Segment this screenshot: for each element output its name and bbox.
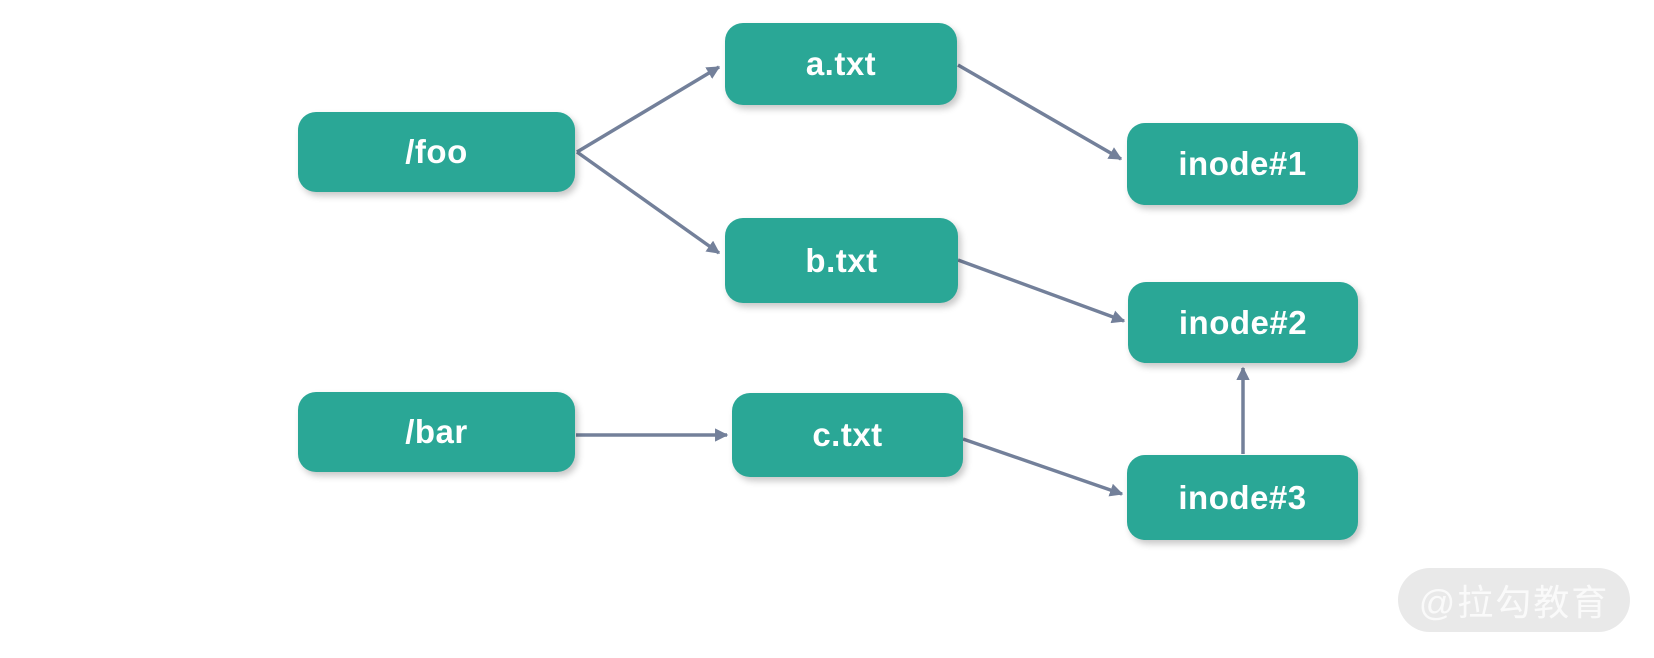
watermark-badge: @拉勾教育 <box>1398 568 1630 632</box>
node-inode-2: inode#2 <box>1128 282 1358 363</box>
watermark-label: @拉勾教育 <box>1418 582 1610 623</box>
node-inode-1: inode#1 <box>1127 123 1358 205</box>
edge-a-txt-to-inode1 <box>957 63 1123 161</box>
edge-b-txt-to-inode2 <box>957 258 1126 324</box>
node-label: /bar <box>405 413 468 450</box>
node-label: inode#1 <box>1178 145 1307 182</box>
node-inode-3: inode#3 <box>1127 455 1358 540</box>
node-directory-bar: /bar <box>298 392 575 472</box>
node-label: /foo <box>405 133 468 170</box>
edge-c-txt-to-inode3 <box>962 437 1124 497</box>
node-file-c-txt: c.txt <box>732 393 963 477</box>
node-file-a-txt: a.txt <box>725 23 957 105</box>
edge-foo-to-a-txt <box>576 65 721 154</box>
node-label: b.txt <box>805 241 878 279</box>
node-directory-foo: /foo <box>298 112 575 192</box>
node-label: a.txt <box>805 45 877 82</box>
node-file-b-txt: b.txt <box>725 218 958 303</box>
node-label: c.txt <box>812 416 883 453</box>
edge-foo-to-b-txt <box>575 150 721 255</box>
node-label: inode#3 <box>1178 478 1307 516</box>
node-label: inode#2 <box>1178 303 1308 341</box>
